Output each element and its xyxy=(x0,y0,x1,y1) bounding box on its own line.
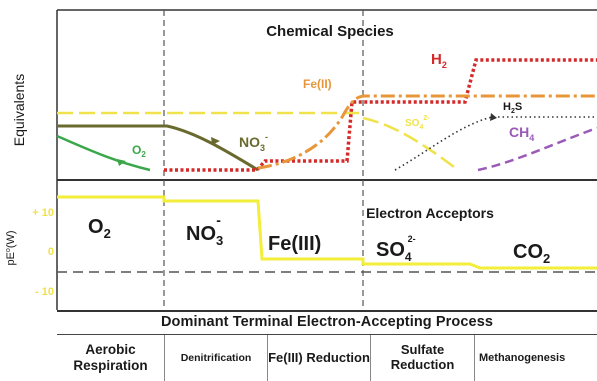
pe-step-line xyxy=(57,195,597,270)
process-fe3-reduction: Fe(III) Reduction xyxy=(268,335,371,381)
fe2-curve xyxy=(257,94,597,170)
chemical-species-title: Chemical Species xyxy=(266,23,394,40)
equivalents-axis-label: Equivalents xyxy=(11,74,27,146)
pe-axis-label: pEo(W) xyxy=(5,230,17,265)
no3-acceptor-label: NO3- xyxy=(186,212,223,248)
o2-curve xyxy=(56,134,151,172)
so4-species-label: SO42- xyxy=(405,115,430,131)
process-sulfate-reduction: Sulfate Reduction xyxy=(371,335,475,381)
process-methanogenesis: Methanogenesis xyxy=(479,351,566,364)
process-table: Dominant Terminal Electron-Accepting Pro… xyxy=(57,310,597,381)
pe-tick-0: 0 xyxy=(48,246,54,258)
process-aerobic-respiration: Aerobic Respiration xyxy=(57,335,165,381)
h2s-arrow xyxy=(490,113,497,121)
so4-acceptor-label: SO42- xyxy=(376,234,416,264)
fe2-species-label: Fe(II) xyxy=(303,77,332,91)
ch4-curve xyxy=(477,126,597,172)
o2-acceptor-label: O2 xyxy=(88,216,111,241)
o2-arrow xyxy=(117,159,126,166)
pe-tick-minus10: - 10 xyxy=(35,286,54,298)
process-table-title: Dominant Terminal Electron-Accepting Pro… xyxy=(160,314,494,330)
h2s-species-label: H2S xyxy=(503,101,522,115)
h2-species-label: H2 xyxy=(431,51,447,70)
process-row: Aerobic Respiration Denitrification Fe(I… xyxy=(57,334,597,381)
co2-acceptor-label: CO2 xyxy=(513,241,550,266)
no3-arrow xyxy=(211,137,220,145)
o2-species-label: O2 xyxy=(132,143,146,159)
ch4-species-label: CH4 xyxy=(509,124,534,143)
fe3-acceptor-label: Fe(III) xyxy=(268,233,321,255)
so4-decline-curve xyxy=(362,116,459,171)
electron-acceptors-title: Electron Acceptors xyxy=(366,205,494,221)
no3-curve xyxy=(57,124,259,172)
h2s-curve xyxy=(394,116,597,171)
no3-species-label: NO3- xyxy=(239,132,268,153)
pe-tick-plus10: + 10 xyxy=(32,207,54,219)
process-denitrification: Denitrification xyxy=(165,335,268,381)
